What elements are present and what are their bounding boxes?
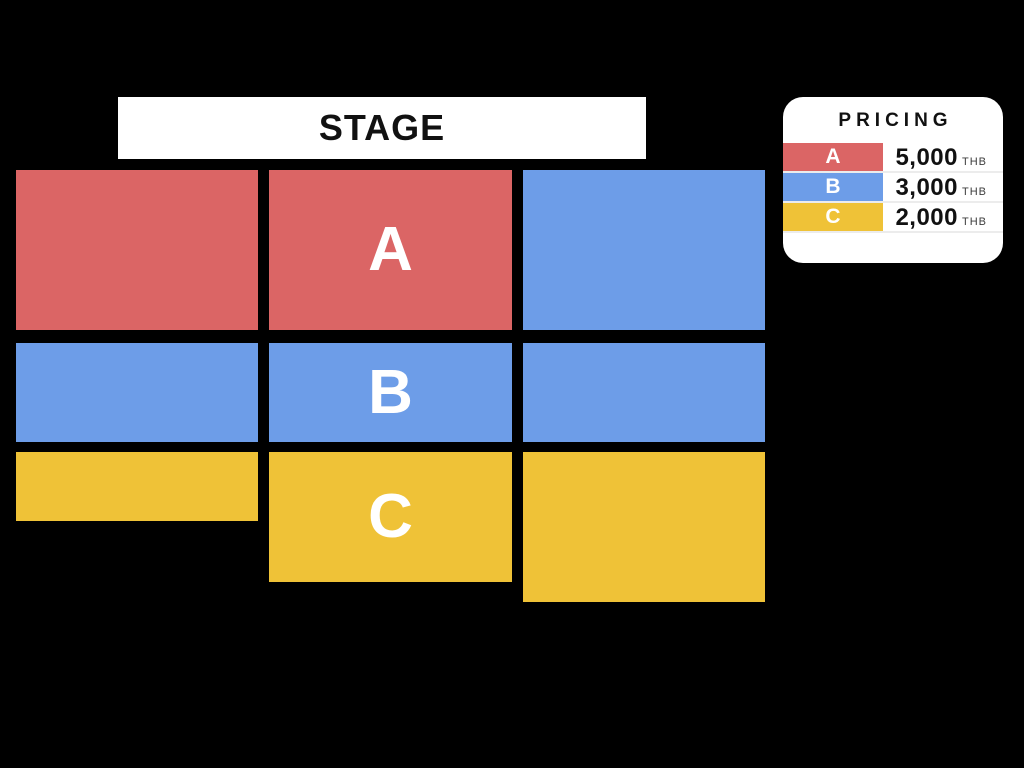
zone-b-price: 3,000 (895, 174, 958, 201)
zone-a-swatch: A (783, 143, 883, 171)
seat-block-zone-c: C (269, 452, 512, 582)
seat-block-zone-b: B (269, 343, 512, 442)
zone-c-swatch: C (783, 203, 883, 231)
seat-block-row1-left (16, 170, 258, 330)
zone-a-price-cell: 5,000 THB (883, 143, 1003, 171)
zone-a-swatch-label: A (825, 145, 841, 168)
seat-block-zone-a: A (269, 170, 512, 330)
zone-a-price: 5,000 (895, 144, 958, 171)
zone-b-swatch: B (783, 173, 883, 201)
zone-c-swatch-label: C (825, 205, 841, 228)
pricing-title: PRICING (838, 110, 953, 131)
seat-block-row3-right (523, 452, 765, 602)
zone-a-label: A (368, 215, 413, 284)
zone-c-price: 2,000 (895, 204, 958, 231)
zone-c-label: C (368, 482, 413, 551)
seat-block-row3-left (16, 452, 258, 521)
zone-a-currency: THB (962, 156, 987, 168)
pricing-row-b: B 3,000 THB (783, 173, 1003, 203)
pricing-row-c: C 2,000 THB (783, 203, 1003, 233)
seat-block-row2-left (16, 343, 258, 442)
seat-block-row2-right (523, 343, 765, 442)
zone-c-currency: THB (962, 216, 987, 228)
stage-banner: STAGE (118, 97, 646, 159)
zone-b-currency: THB (962, 186, 987, 198)
stage-label: STAGE (318, 107, 446, 148)
seat-block-row1-right (523, 170, 765, 330)
zone-c-price-cell: 2,000 THB (883, 203, 1003, 231)
pricing-row-a: A 5,000 THB (783, 143, 1003, 173)
zone-b-label: B (368, 357, 413, 427)
zone-b-swatch-label: B (825, 175, 841, 198)
zone-b-price-cell: 3,000 THB (883, 173, 1003, 201)
